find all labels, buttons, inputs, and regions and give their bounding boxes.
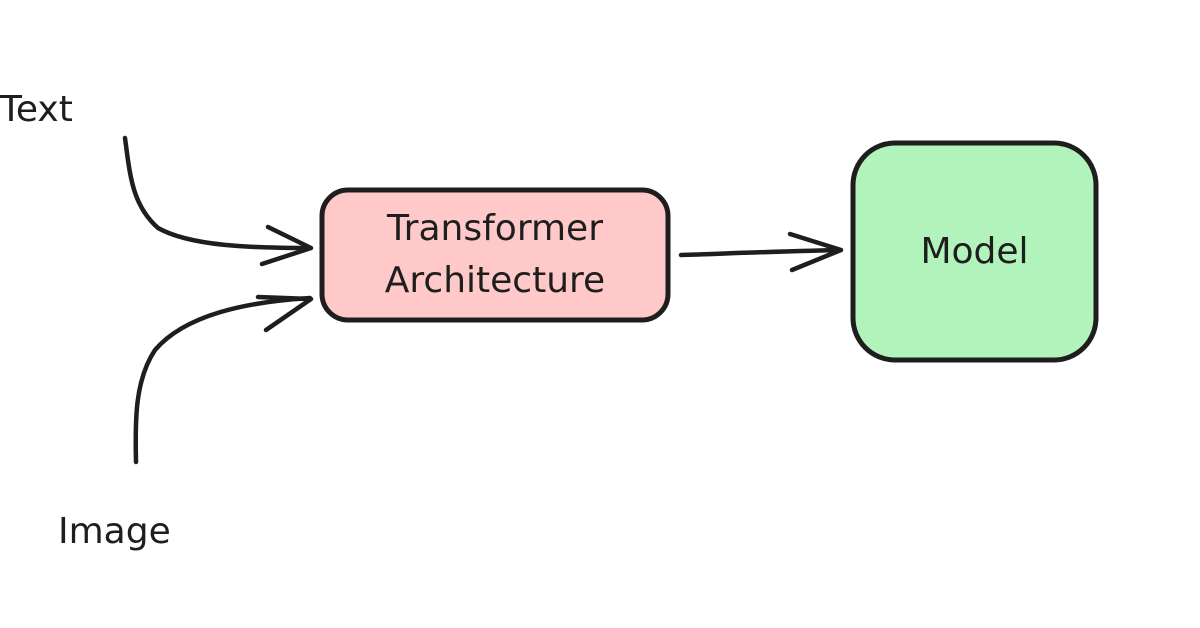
- model-box-shape: [850, 140, 1099, 363]
- model-box: [850, 140, 1099, 363]
- transformer-box: [319, 187, 671, 323]
- transformer-label-line1: Transformer: [386, 207, 604, 249]
- transformer-box-shape: [319, 187, 671, 323]
- transformer-to-model-arrow: [678, 231, 844, 273]
- input-label-image: Image: [58, 511, 171, 552]
- model-label: Model: [920, 231, 1029, 272]
- text-to-transformer-arrow: [122, 135, 314, 267]
- input-label-text: Text: [0, 89, 73, 130]
- transformer-label-line2: Architecture: [384, 260, 606, 301]
- transformer-label: Transformer Architecture: [322, 190, 668, 320]
- image-to-transformer-arrow: [133, 294, 314, 465]
